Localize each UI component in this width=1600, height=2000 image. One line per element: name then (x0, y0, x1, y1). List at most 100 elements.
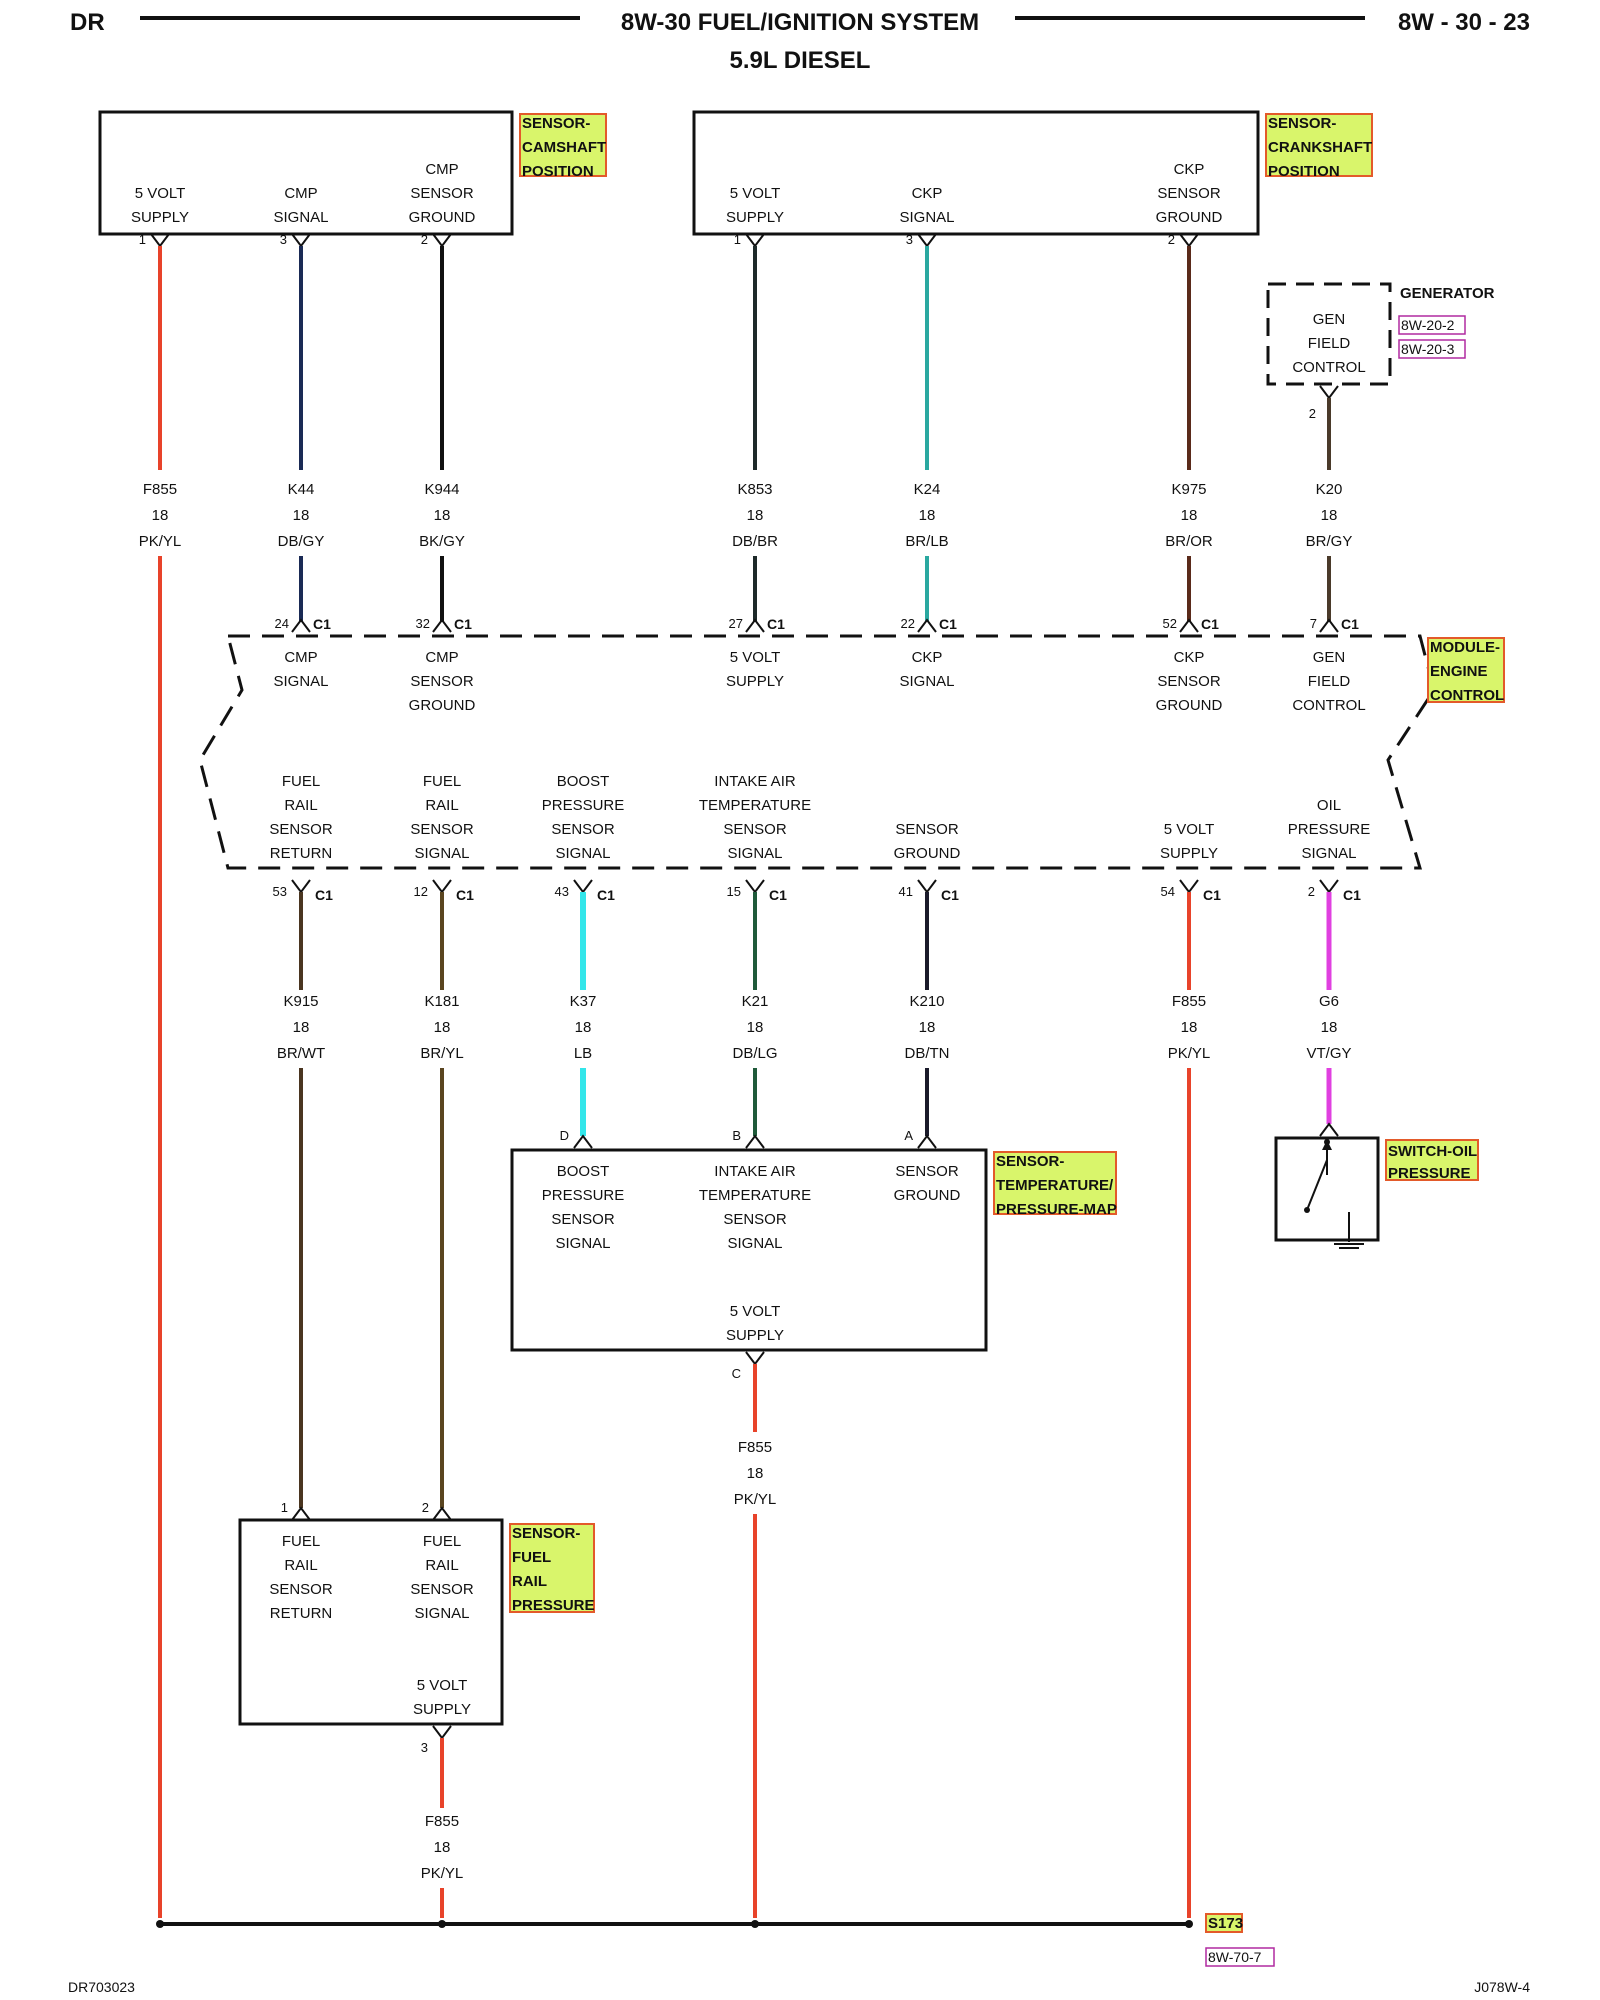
oil-switch-tag: SWITCH-OIL PRESSURE (1385, 1139, 1479, 1182)
tmap-label-0-l1: PRESSURE (542, 1187, 625, 1204)
tmap-pin-C: C (732, 1366, 741, 1381)
ecm-top-label-5-l0: GEN (1313, 649, 1346, 666)
ecm-bottom-label-4-l0: SENSOR (895, 821, 959, 838)
cmp-pin3-label-l1: CMP (284, 185, 317, 202)
splice-node-1 (156, 1920, 164, 1928)
ecm-top-pin-K944: 32 (416, 616, 430, 631)
ecm-bottom-pin-K210: 41 (899, 884, 913, 899)
ckp-pin2-label-l3: GROUND (1156, 209, 1223, 226)
wire-K24-source-pin: 3 (906, 232, 913, 247)
ecm-bottom-conn-K181: C1 (456, 887, 474, 903)
wire-F855_d-color-code: PK/YL (421, 1865, 464, 1882)
frp-tag-line4: PRESSURE (512, 1597, 595, 1614)
ecm-top-conn-K44: C1 (313, 616, 331, 632)
splice-node-4 (1185, 1920, 1193, 1928)
splice-ref[interactable]: 8W-70-7 (1208, 1949, 1262, 1965)
wire-F855_c-gauge: 18 (747, 1465, 764, 1482)
ecm-top-pin-K975: 52 (1163, 616, 1177, 631)
wire-F855_c-circuit: F855 (738, 1439, 772, 1456)
ecm-top-label-0-l1: SIGNAL (273, 673, 328, 690)
wire-K853-circuit: K853 (737, 481, 772, 498)
generator-ref1[interactable]: 8W-20-2 (1401, 317, 1455, 333)
cmp-tag-line3: POSITION (522, 163, 594, 180)
wire-K853-source-connector (745, 233, 765, 248)
generator-ref2[interactable]: 8W-20-3 (1401, 341, 1455, 357)
wire-K20-source-connector (1319, 385, 1339, 400)
wire-K975-gauge: 18 (1181, 507, 1198, 524)
ecm-bottom-label-4-l1: GROUND (894, 845, 961, 862)
wire-K944-color-code: BK/GY (419, 533, 465, 550)
ecm-top-label-3-l1: SIGNAL (899, 673, 954, 690)
cmp-tag-line2: CAMSHAFT (522, 139, 606, 156)
ecm-bottom-conn-K915: C1 (315, 887, 333, 903)
wire-K37-target-connector (573, 1134, 593, 1149)
wire-K24-circuit: K24 (914, 481, 941, 498)
oil-switch-box (1274, 1136, 1380, 1242)
tmap-sensor-tag: SENSOR- TEMPERATURE/ PRESSURE-MAP (993, 1151, 1117, 1218)
wire-K210-circuit: K210 (909, 993, 944, 1010)
wire-F855_d-gauge: 18 (434, 1839, 451, 1856)
ecm-top-pin-K24: 22 (901, 616, 915, 631)
wire-K24-color-code: BR/LB (905, 533, 948, 550)
ecm-bottom-label-1-l3: SIGNAL (414, 845, 469, 862)
tmap-label-2-l0: SENSOR (895, 1163, 959, 1180)
frp-label-0-l1: RAIL (284, 1557, 317, 1574)
gen-label-l2: FIELD (1308, 335, 1351, 352)
wire-K20-gauge: 18 (1321, 507, 1338, 524)
generator-tag: GENERATOR (1400, 285, 1495, 302)
ckp-pin3-label-l2: SIGNAL (899, 209, 954, 226)
frp-tag-line1: SENSOR- (512, 1525, 580, 1542)
wire-K975-circuit: K975 (1171, 481, 1206, 498)
wire-K37-ecm-connector (573, 879, 593, 894)
frp-label-1-l0: FUEL (423, 1533, 461, 1550)
cmp-sensor-box (98, 110, 514, 236)
wire-K975-ecm-connector (1179, 618, 1199, 633)
ecm-tag-line2: ENGINE (1430, 663, 1488, 680)
ecm-bottom-label-6-l2: SIGNAL (1301, 845, 1356, 862)
wire-F855_a-source-connector (150, 233, 170, 248)
wire-K853-source-pin: 1 (734, 232, 741, 247)
wire-K210-color-code: DB/TN (905, 1045, 950, 1062)
wire-K944-gauge: 18 (434, 507, 451, 524)
wire-K20-color-code: BR/GY (1306, 533, 1353, 550)
cmp-pin2-label-l2: SENSOR (410, 185, 474, 202)
ecm-top-label-2-l0: 5 VOLT (730, 649, 781, 666)
ecm-bottom-pin-G6: 2 (1308, 884, 1315, 899)
splice-ref-box (1205, 1947, 1275, 1967)
ckp-sensor-box (692, 110, 1260, 236)
tmap-label-0-l3: SIGNAL (555, 1235, 610, 1252)
wire-K915-gauge: 18 (293, 1019, 310, 1036)
cmp-pin1-label-l1: 5 VOLT (135, 185, 186, 202)
wire-K20-ecm-connector (1319, 618, 1339, 633)
wire-K37-circuit: K37 (570, 993, 597, 1010)
wire-K44-ecm-connector (291, 618, 311, 633)
ecm-bottom-label-0-l1: RAIL (284, 797, 317, 814)
wire-F855_d-source-connector (432, 1725, 452, 1740)
frp-label-2-l1: SUPPLY (413, 1701, 471, 1718)
wire-F855_c-color-code: PK/YL (734, 1491, 777, 1508)
header-left: DR (70, 9, 105, 36)
ecm-bottom-conn-K210: C1 (941, 887, 959, 903)
ecm-bottom-label-2-l0: BOOST (557, 773, 610, 790)
generator-box (1266, 282, 1392, 386)
tmap-sensor-box (510, 1148, 988, 1352)
wire-K21-gauge: 18 (747, 1019, 764, 1036)
footer-right: J078W-4 (1474, 1979, 1530, 1995)
ecm-top-pin-K20: 7 (1310, 616, 1317, 631)
ecm-bottom-label-0-l2: SENSOR (269, 821, 333, 838)
tmap-label-0-l2: SENSOR (551, 1211, 615, 1228)
frp-pin-2: 2 (422, 1500, 429, 1515)
wire-K975-color-code: BR/OR (1165, 533, 1213, 550)
ecm-bottom-pin-K37: 43 (555, 884, 569, 899)
ckp-pin2-label-l2: SENSOR (1157, 185, 1221, 202)
cmp-sensor-tag: SENSOR- CAMSHAFT POSITION (519, 113, 607, 180)
ckp-tag-line1: SENSOR- (1268, 115, 1336, 132)
wire-F855_b-circuit: F855 (1172, 993, 1206, 1010)
ecm-top-conn-K20: C1 (1341, 616, 1359, 632)
ecm-bottom-label-6-l0: OIL (1317, 797, 1341, 814)
ecm-tag-line1: MODULE- (1430, 639, 1500, 656)
wire-K853-ecm-connector (745, 618, 765, 633)
cmp-tag-line1: SENSOR- (522, 115, 590, 132)
